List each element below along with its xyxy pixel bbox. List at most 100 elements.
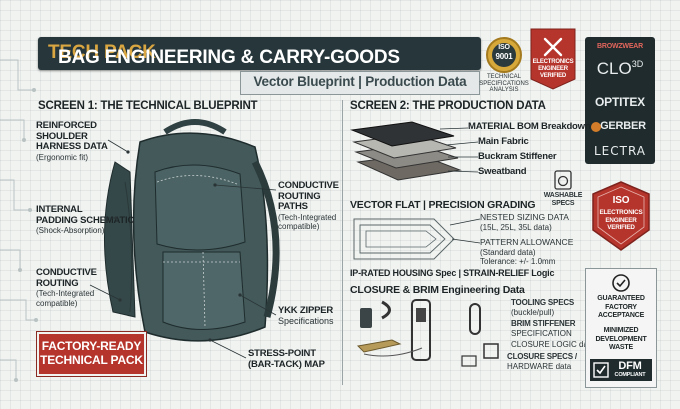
- tooling-line-2: (buckle/pull): [511, 307, 555, 317]
- factory-badge-line-1: FACTORY-READY: [41, 339, 142, 353]
- engineer-badge-mid-shape: [592, 181, 650, 251]
- iso-caption-2: SPECIFICATIONS: [479, 80, 529, 87]
- callout-shoulder-line-3: HARNESS DATA: [36, 141, 108, 152]
- callout-shoulder-sub: (Ergonomic fit): [36, 152, 89, 162]
- callout-internal-padding: INTERNAL PADDING SCHEMATIC (Shock-Absorp…: [36, 204, 135, 236]
- washable-line-1: WASHABLE: [543, 192, 583, 199]
- wrench-screwdriver-icon: [543, 37, 563, 57]
- dfm-text: DFM: [618, 360, 642, 372]
- closure-hardware-illustration: [356, 299, 499, 367]
- tooling-line-1: TOOLING SPECS: [511, 298, 575, 307]
- factory-panel-line-2: FACTORY: [605, 303, 637, 311]
- hardware-line-1: CLOSURE SPECS /: [507, 352, 577, 361]
- iso-seal: ISO 9001 TECHNICAL SPECIFICATIONS ANALYS…: [479, 35, 529, 95]
- iso-seal-icon: [486, 37, 522, 73]
- iso-seal-top: ISO: [498, 44, 510, 51]
- screen2-heading: SCREEN 2: THE PRODUCTION DATA: [350, 100, 546, 112]
- factory-panel-line-6: WASTE: [609, 344, 633, 351]
- nested-sizing-label: NESTED SIZING DATA (15L, 25L, 35L data): [480, 212, 569, 232]
- lectra-logo: LECTRA: [593, 144, 647, 158]
- callout-padding-line-1: INTERNAL: [36, 204, 83, 215]
- closure-heading: CLOSURE & BRIM Engineering Data: [350, 284, 525, 296]
- title-bar: BAG ENGINEERING & CARRY-GOODS TECH PACK: [38, 37, 481, 70]
- factory-panel-line-1: GUARANTEED: [597, 295, 645, 302]
- callout-stress-line-1: STRESS-POINT: [248, 348, 316, 359]
- callout-shoulder-harness: REINFORCED SHOULDER HARNESS DATA (Ergono…: [36, 120, 108, 162]
- factory-ready-badge: FACTORY-READY TECHNICAL PACK: [36, 331, 147, 377]
- checkmark-circle-icon: [612, 274, 630, 292]
- dfm-compliant-badge: DFM COMPLIANT: [590, 359, 652, 381]
- callout-conductive-routing: CONDUCTIVE ROUTING (Tech-Integrated comp…: [36, 267, 97, 308]
- callout-stress-line-2: (BAR-TACK) MAP: [248, 358, 325, 370]
- callout-shoulder-line-2: SHOULDER: [36, 130, 88, 142]
- title-highlight: TECH PACK: [48, 42, 156, 63]
- engineer-mid-line-3: VERIFIED: [607, 224, 635, 231]
- callout-padding-sub: (Shock-Absorption): [36, 226, 105, 235]
- closure-hardware-specs: CLOSURE SPECS / HARDWARE data: [507, 352, 577, 371]
- closure-brim-stiffener: BRIM STIFFENER SPECIFICATION: [511, 319, 576, 338]
- gerber-icon: [591, 122, 601, 132]
- vector-leader-lines: [449, 218, 481, 244]
- callout-stress-point: STRESS-POINT (BAR-TACK) MAP: [248, 348, 325, 370]
- engineer-top-line-3: VERIFIED: [539, 73, 567, 79]
- nested-sub: (15L, 25L, 35L data): [480, 222, 552, 232]
- callout-paths-line-1: CONDUCTIVE: [278, 180, 339, 191]
- checkbox-icon: [593, 362, 609, 378]
- browzwear-logo: BROWZWEAR: [596, 43, 644, 50]
- ip-rated-line: IP-RATED HOUSING Spec | STRAIN-RELIEF Lo…: [350, 268, 555, 278]
- pattern-allowance-label: PATTERN ALLOWANCE (Standard data) Tolera…: [480, 237, 574, 267]
- optitex-logo: OPTITEX: [595, 95, 645, 109]
- callout-shoulder-line-1: REINFORCED: [36, 120, 97, 131]
- dfm-sub-text: COMPLIANT: [614, 372, 646, 378]
- callout-ykk-zipper: YKK ZIPPER Specifications: [278, 305, 334, 326]
- callout-zipper-title: YKK ZIPPER: [278, 305, 334, 316]
- circuit-decoration-left: [0, 59, 38, 382]
- engineer-top-line-1: ELECTRONICS: [532, 59, 574, 65]
- software-panel: BROWZWEAR CLO3D OPTITEX GERBER LECTRA: [585, 37, 655, 164]
- closure-logic-line: CLOSURE LOGIC data: [511, 340, 595, 349]
- callout-routing-line-2: ROUTING: [36, 277, 79, 289]
- callout-routing-sub-2: compatible): [36, 298, 78, 308]
- material-layers-illustration: [350, 121, 462, 181]
- clo-logo: CLO3D: [585, 59, 655, 79]
- vector-heading: VECTOR FLAT | PRECISION GRADING: [350, 199, 536, 211]
- callout-padding-line-2: PADDING SCHEMATIC: [36, 214, 135, 226]
- engineer-badge-top: ELECTRONICS ENGINEER VERIFIED: [529, 27, 577, 91]
- subtitle-box: Vector Blueprint | Production Data: [240, 71, 480, 95]
- callout-routing-sub-1: (Tech-Integrated: [36, 289, 95, 298]
- allowance-sub-1: (Standard data): [480, 247, 536, 257]
- nested-title: NESTED SIZING DATA: [480, 212, 569, 222]
- bom-sweatband: Sweatband: [478, 166, 527, 177]
- engineer-mid-line-2: ENGINEER: [605, 216, 637, 224]
- factory-panel-line-5: DEVELOPMENT: [595, 335, 647, 343]
- engineer-badge-shape: [530, 28, 576, 90]
- bom-title: MATERIAL BOM Breakdown: [468, 121, 591, 132]
- bom-main-fabric: Main Fabric: [478, 136, 529, 147]
- nested-sizing-outline: [353, 218, 455, 260]
- engineer-top-line-2: ENGINEER: [538, 66, 568, 72]
- subtitle: Vector Blueprint | Production Data: [253, 74, 467, 89]
- factory-panel-line-3: ACCEPTANCE: [597, 312, 645, 319]
- callout-paths-line-3: PATHS: [278, 201, 308, 212]
- iso-seal-caption: TECHNICAL SPECIFICATIONS ANALYSIS: [478, 74, 530, 94]
- section-divider: [342, 100, 343, 385]
- callout-routing-line-1: CONDUCTIVE: [36, 267, 97, 278]
- washing-machine-icon: [554, 170, 572, 190]
- callout-paths-sub-1: (Tech-Integrated: [278, 212, 337, 222]
- engineer-mid-top: ISO: [612, 195, 630, 206]
- washable-specs: WASHABLE SPECS: [540, 192, 586, 208]
- gerber-logo: GERBER: [600, 120, 646, 132]
- closure-logic: CLOSURE LOGIC data: [511, 340, 595, 350]
- iso-caption-1: TECHNICAL: [486, 74, 521, 80]
- iso-seal-number: 9001: [495, 52, 513, 61]
- allowance-title: PATTERN ALLOWANCE: [480, 237, 574, 247]
- page-title: BAG ENGINEERING & CARRY-GOODS TECH PACK: [48, 42, 400, 68]
- clo-3d-text: 3D: [631, 59, 644, 69]
- clo-text: CLO: [596, 59, 632, 78]
- title-main: BAG ENGINEERING & CARRY-GOODS: [58, 47, 400, 68]
- factory-acceptance-panel: GUARANTEED FACTORY ACCEPTANCE MINIMIZED …: [585, 268, 657, 388]
- callout-routing-paths: CONDUCTIVE ROUTING PATHS (Tech-Integrate…: [278, 180, 339, 232]
- backpack-illustration: [103, 119, 280, 342]
- factory-panel-line-4: MINIMIZED: [603, 327, 639, 334]
